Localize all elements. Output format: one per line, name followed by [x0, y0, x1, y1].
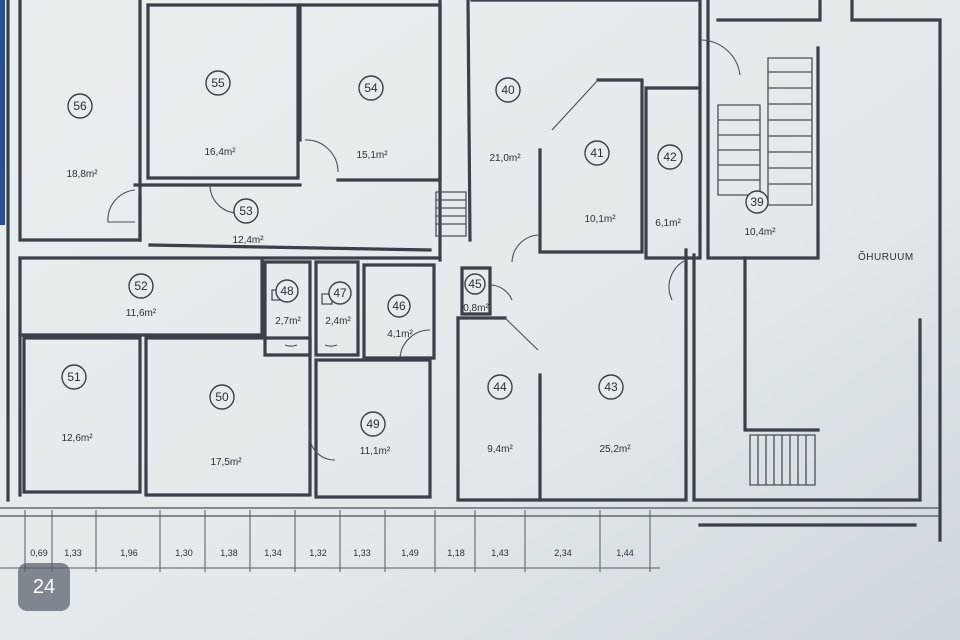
room-number: 43 [604, 380, 618, 394]
room-area: 12,4m² [232, 235, 264, 246]
dimension-label: 1,44 [616, 548, 634, 558]
dimension-label: 1,18 [447, 548, 465, 558]
image-count-badge[interactable]: 24 [18, 563, 70, 611]
room-number: 56 [73, 99, 87, 113]
room-number: 44 [493, 380, 507, 394]
room-area: 11,1m² [360, 446, 391, 457]
room-area: 12,6m² [61, 433, 93, 444]
room-area: 15,1m² [356, 150, 388, 161]
room-40: 40 21,0m² [489, 77, 521, 164]
room-50: 50 17,5m² [209, 384, 242, 468]
room-area: 10,4m² [744, 227, 776, 238]
room-area: 17,5m² [210, 457, 242, 468]
room-number: 54 [364, 81, 378, 95]
room-area: 25,2m² [599, 444, 631, 455]
blue-edge [0, 0, 5, 225]
room-area: 6,1m² [655, 218, 681, 229]
room-number: 51 [67, 370, 81, 384]
dimension-label: 1,43 [491, 548, 509, 558]
room-45: 45 0,8m² [463, 273, 489, 314]
room-area: 16,4m² [204, 147, 236, 158]
room-47: 47 2,4m² [325, 281, 352, 327]
dimension-label: 1,34 [264, 548, 282, 558]
room-area: 9,4m² [487, 444, 513, 455]
room-46: 46 4,1m² [387, 294, 413, 340]
outdoor-area-label: ÕHURUUM [858, 250, 914, 263]
room-number: 47 [333, 286, 347, 300]
room-area: 10,1m² [584, 214, 616, 225]
walls [0, 0, 942, 542]
dimension-label: 1,33 [64, 548, 82, 558]
room-number: 50 [215, 390, 229, 404]
room-41: 41 10,1m² [584, 140, 616, 225]
room-number: 46 [392, 299, 406, 313]
dimension-label: 1,96 [120, 548, 138, 558]
room-area: 0,8m² [463, 303, 489, 314]
room-number: 39 [750, 195, 764, 209]
room-area: 2,7m² [275, 316, 301, 327]
room-52: 52 11,6m² [126, 273, 157, 319]
room-39: 39 10,4m² [744, 190, 776, 238]
dimension-line [0, 510, 660, 572]
room-48: 48 2,7m² [275, 279, 301, 327]
dimension-label: 1,33 [353, 548, 371, 558]
room-number: 52 [134, 279, 148, 293]
room-54: 54 15,1m² [356, 75, 388, 161]
dimension-label: 1,38 [220, 548, 238, 558]
room-43: 43 25,2m² [598, 374, 631, 455]
dimension-label: 1,32 [309, 548, 327, 558]
dimension-label: 1,30 [175, 548, 193, 558]
room-42: 42 6,1m² [655, 144, 683, 229]
room-number: 53 [239, 204, 253, 218]
room-labels: 56 18,8m² 55 16,4m² 54 15,1m² 53 12,4m² … [61, 70, 776, 468]
room-area: 18,8m² [66, 169, 98, 180]
room-55: 55 16,4m² [204, 70, 236, 158]
room-area: 21,0m² [489, 153, 521, 164]
dimension-label: 0,69 [30, 548, 48, 558]
room-53: 53 12,4m² [232, 198, 264, 246]
dimension-labels: 0,69 1,33 1,96 1,30 1,38 1,34 1,32 1,33 … [30, 548, 634, 558]
room-number: 42 [663, 150, 677, 164]
room-56: 56 18,8m² [66, 93, 98, 180]
room-area: 2,4m² [325, 316, 351, 327]
room-number: 48 [280, 284, 294, 298]
room-51: 51 12,6m² [61, 364, 93, 444]
dimension-label: 2,34 [554, 548, 572, 558]
room-44: 44 9,4m² [487, 374, 513, 455]
room-number: 40 [501, 83, 515, 97]
room-number: 41 [590, 146, 604, 160]
room-area: 11,6m² [126, 308, 157, 319]
dimension-label: 1,49 [401, 548, 419, 558]
room-number: 49 [366, 417, 380, 431]
room-number: 55 [211, 76, 225, 90]
room-49: 49 11,1m² [360, 411, 391, 457]
doors [107, 39, 741, 461]
room-area: 4,1m² [387, 329, 413, 340]
room-number: 45 [468, 277, 482, 291]
